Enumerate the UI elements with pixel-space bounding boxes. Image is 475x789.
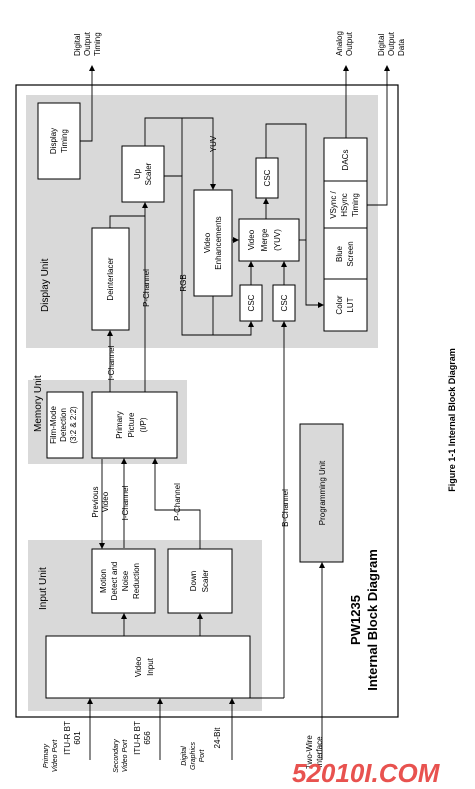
motion-detect-line-2: Detect and: [110, 562, 119, 601]
output-stack: DACs VSync / HSync Timing Blue Screen Co…: [323, 137, 368, 332]
p-channel-mid-label: P-Channel: [173, 483, 182, 521]
csc-right-label: CSC: [280, 294, 289, 311]
primary-port-line-2: Video Port: [52, 739, 59, 773]
connections: [80, 65, 390, 760]
input-unit-label: Input Unit: [38, 567, 49, 610]
color-lut-line-2: LUT: [346, 297, 355, 312]
csc-left-block: CSC: [239, 284, 263, 322]
vsync-line-2: HSync: [340, 193, 349, 217]
video-merge-line-3: (YUV): [273, 229, 282, 251]
video-input-block: Video Input: [45, 635, 251, 699]
digital-data-line-3: Data: [397, 39, 406, 56]
memory-unit-label: Memory Unit: [33, 375, 44, 432]
up-scaler-line-1: Up: [133, 168, 142, 179]
film-mode-line-3: (3:2 & 2:2): [69, 406, 78, 444]
display-unit-label: Display Unit: [40, 258, 51, 312]
primary-picture-line-2: Picture: [127, 412, 136, 437]
chip-subtitle: Internal Block Diagram: [365, 549, 380, 691]
dacs-label: DACs: [341, 150, 350, 171]
csc-top-label: CSC: [263, 169, 272, 186]
down-scaler-line-2: Scaler: [201, 569, 210, 592]
up-scaler-line-2: Scaler: [144, 162, 153, 185]
color-lut-block: [323, 278, 368, 332]
graphics-std: 24-Bit: [213, 727, 222, 749]
rgb-label: RGB: [179, 274, 188, 291]
video-input-line-1: Video: [134, 656, 143, 677]
secondary-std-line-2: 656: [143, 731, 152, 745]
digital-timing-line-2: Output: [83, 31, 92, 56]
previous-video-line-1: Previous: [91, 486, 100, 517]
dacs-block: [323, 137, 368, 182]
video-input-line-2: Input: [146, 657, 155, 676]
video-enhancements-line-1: Video: [203, 232, 212, 253]
digital-timing-line-1: Digital: [73, 34, 82, 56]
i-channel-top-label: I-Channel: [107, 345, 116, 380]
video-merge-line-2: Merge: [260, 228, 269, 251]
programming-unit-block: Programming Unit: [299, 423, 344, 563]
vsync-line-3: Timing: [351, 193, 360, 217]
up-scaler-block: Up Scaler: [121, 145, 165, 203]
digital-data-line-2: Output: [387, 31, 396, 56]
two-wire-line-1: Two-Wire: [305, 735, 314, 769]
analog-output-line-1: Analog: [335, 31, 344, 56]
chip-title: PW1235: [348, 595, 363, 645]
display-timing-block: Display Timing: [37, 102, 81, 180]
motion-detect-line-3: Noise: [121, 570, 130, 591]
analog-output-line-2: Output: [345, 31, 354, 56]
primary-std-line-2: 601: [73, 731, 82, 745]
b-channel-label: B-Channel: [281, 489, 290, 527]
deinterlacer-label: Deinterlacer: [106, 257, 115, 300]
down-scaler-block: Down Scaler: [167, 548, 233, 614]
primary-picture-block: Primary Picture (I/P): [91, 391, 178, 459]
secondary-port-line-2: Video Port: [122, 739, 129, 773]
digital-data-line-1: Digital: [377, 34, 386, 56]
vsync-line-1: VSync /: [329, 190, 338, 218]
color-lut-line-1: Color: [335, 295, 344, 314]
video-enhancements-block: Video Enhancements: [193, 189, 233, 297]
two-wire-line-2: Interface: [315, 736, 324, 768]
i-channel-mid-label: I-Channel: [121, 485, 130, 520]
film-mode-block: Film-Mode Detection (3:2 & 2:2): [46, 391, 84, 459]
motion-detect-block: Motion Detect and Noise Reduction: [91, 548, 156, 614]
figure-caption: Figure 1-1 Internal Block Diagram: [447, 348, 457, 492]
deinterlacer-block: Deinterlacer: [91, 227, 130, 331]
blue-screen-line-1: Blue: [335, 245, 344, 262]
blue-screen-line-2: Screen: [346, 241, 355, 266]
watermark-logo: 52010I.COM: [292, 758, 441, 788]
programming-unit-label: Programming Unit: [318, 460, 327, 525]
yuv-label: YUV: [209, 135, 218, 152]
down-scaler-line-1: Down: [189, 571, 198, 591]
motion-detect-line-4: Reduction: [132, 563, 141, 599]
p-channel-top-label: P-Channel: [142, 269, 151, 307]
primary-std-line-1: ITU-R BT: [63, 721, 72, 755]
primary-port-line-1: Primary: [43, 743, 50, 768]
csc-top-block: CSC: [255, 157, 279, 199]
chip-boundary: [15, 84, 399, 718]
previous-video-line-2: Video: [101, 491, 110, 512]
display-timing-line-2: Timing: [60, 129, 69, 153]
primary-picture-line-1: Primary: [115, 411, 124, 439]
film-mode-line-1: Film-Mode: [49, 406, 58, 444]
csc-right-block: CSC: [272, 284, 296, 322]
display-timing-line-1: Display: [49, 128, 58, 154]
video-merge-line-1: Video: [247, 229, 256, 250]
video-enhancements-line-2: Enhancements: [214, 216, 223, 269]
primary-picture-line-3: (I/P): [139, 417, 148, 432]
film-mode-line-2: Detection: [59, 408, 68, 442]
motion-detect-line-1: Motion: [99, 569, 108, 593]
csc-left-label: CSC: [247, 294, 256, 311]
digital-timing-line-3: Timing: [93, 32, 102, 56]
graphics-port-line-1: Digital: [181, 746, 188, 766]
secondary-port-line-1: Secondary: [113, 739, 120, 773]
graphics-port-line-2: Graphics: [190, 741, 197, 770]
video-merge-block: Video Merge (YUV): [238, 218, 300, 262]
secondary-std-line-1: ITU-R BT: [133, 721, 142, 755]
graphics-port-line-3: Port: [199, 749, 206, 763]
